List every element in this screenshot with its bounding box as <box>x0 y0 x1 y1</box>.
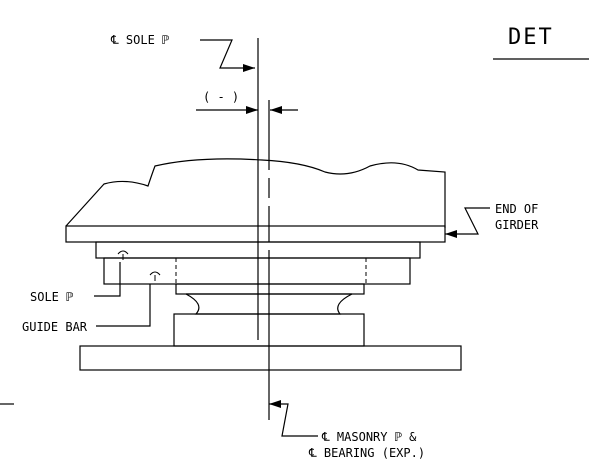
leader-cl-sole-pl <box>200 39 255 69</box>
masonry-plate <box>79 345 462 371</box>
leader-cl-masonry <box>269 403 318 437</box>
guide-bar-mark <box>149 271 161 281</box>
label-end-of-girder-1: END OF <box>495 202 538 216</box>
arrow-end-of-girder <box>445 230 457 238</box>
label-cl-sole-pl: ℄ SOLE ℙ <box>110 33 169 47</box>
dim-arrow-left <box>246 106 258 114</box>
leader-end-of-girder <box>445 207 490 235</box>
detail-title: DET <box>508 25 554 50</box>
label-dimension: ( - ) <box>203 90 239 104</box>
sole-plate-mark <box>117 250 129 260</box>
label-end-of-girder-2: GIRDER <box>495 218 539 232</box>
upper-bearing-plate <box>175 283 365 295</box>
label-sole-pl: SOLE ℙ <box>30 290 73 304</box>
label-cl-masonry-2: ℄ BEARING (EXP.) <box>308 446 425 460</box>
arrow-cl-sole-pl <box>243 64 255 72</box>
dim-arrow-right <box>270 106 282 114</box>
guide-bar <box>103 257 411 285</box>
leader-guide-bar <box>96 284 151 327</box>
leader-sole-pl <box>94 262 121 297</box>
label-guide-bar: GUIDE BAR <box>22 320 88 334</box>
arrow-cl-masonry <box>269 400 281 408</box>
girder-outline <box>65 158 446 228</box>
girder-bottom-flange <box>65 225 446 243</box>
label-cl-masonry-1: ℄ MASONRY ℙ & <box>321 430 417 444</box>
